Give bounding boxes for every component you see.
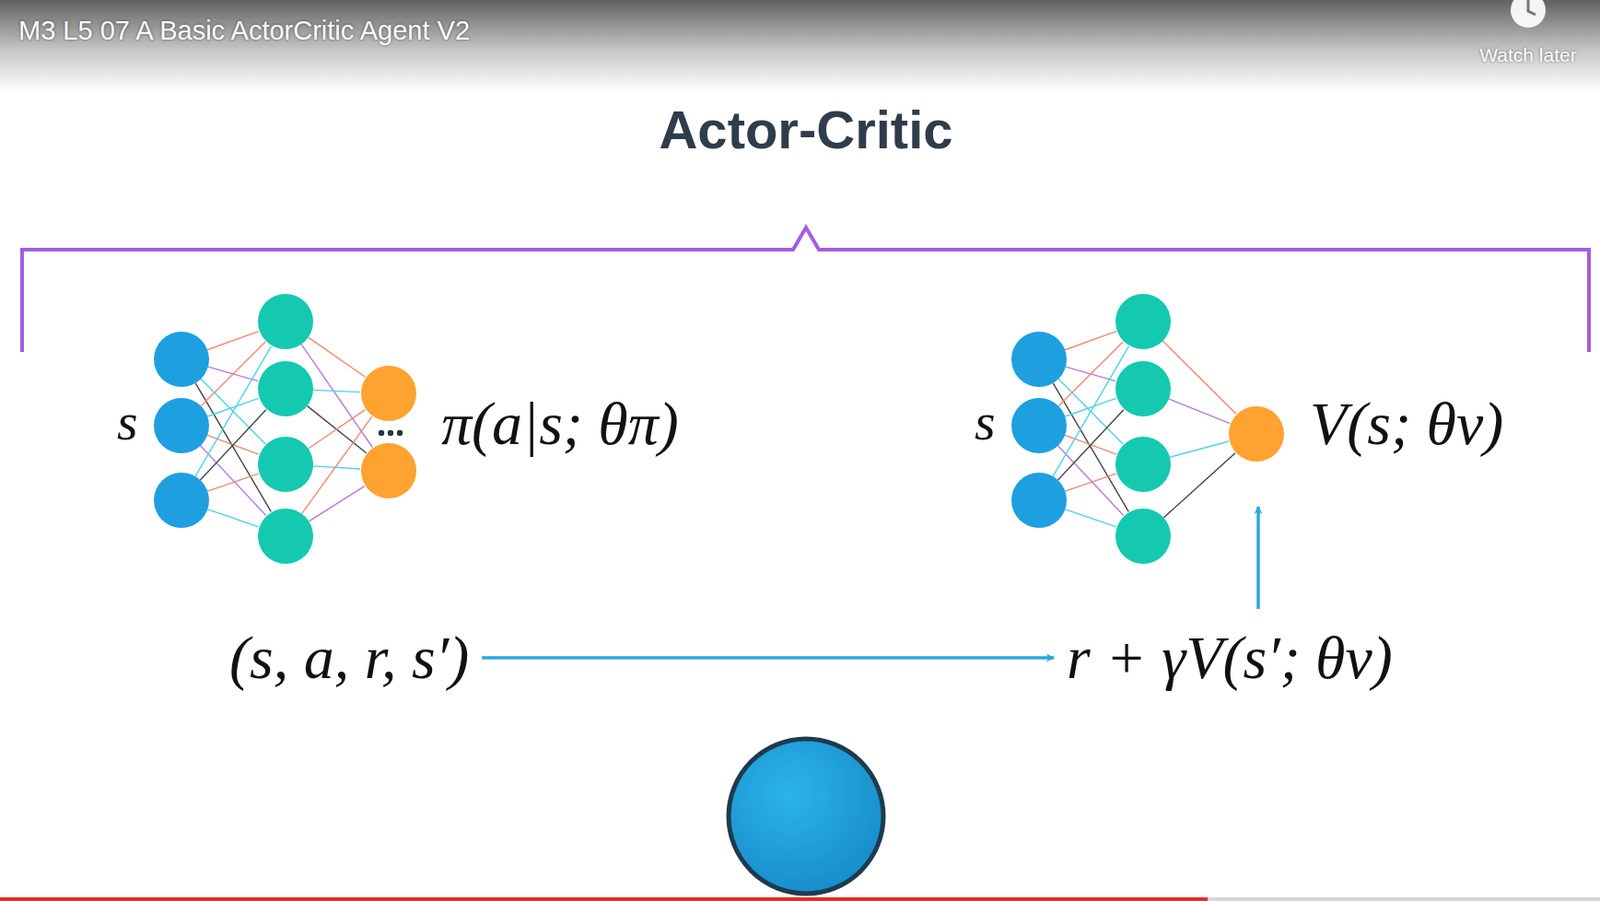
network-weight	[207, 509, 258, 527]
network-weight	[308, 409, 366, 449]
network-weight	[1064, 397, 1116, 417]
progress-track	[0, 897, 1600, 901]
network-weight	[1168, 398, 1230, 423]
network-weight	[200, 445, 267, 516]
diagram-title: Actor-Critic	[658, 97, 953, 163]
earth-icon	[728, 738, 886, 900]
state-input: s	[974, 389, 996, 455]
network-weight	[1169, 441, 1229, 457]
neuron	[153, 331, 210, 387]
neuron	[361, 365, 417, 421]
policy-output: π(a|s; θπ)	[441, 386, 679, 460]
video-overlay	[0, 0, 1600, 93]
network-weight	[1064, 509, 1116, 527]
state-input: s	[116, 389, 139, 455]
network-weight	[1162, 340, 1237, 414]
neuron	[153, 397, 210, 454]
network-weight	[313, 389, 361, 392]
ellipsis-dot	[397, 430, 403, 436]
formula-text: (s, a, r, s′)	[229, 620, 469, 694]
neuron	[1115, 293, 1171, 350]
neuron	[1011, 331, 1067, 387]
update-arrow	[1256, 506, 1261, 609]
progress-bar	[0, 897, 1208, 901]
neuron	[1228, 406, 1285, 462]
network-weight	[207, 473, 258, 491]
neuron	[257, 361, 314, 417]
neuron	[257, 508, 314, 564]
neuron	[1011, 472, 1067, 528]
network-weight	[306, 406, 366, 454]
network-weight	[1058, 445, 1124, 516]
network-weight	[308, 337, 366, 377]
value-output: V(s; θv)	[1309, 386, 1504, 460]
formula-node: r + γV(s′; θv)	[1061, 617, 1399, 698]
ellipsis-dot	[378, 430, 385, 436]
neuron	[1115, 361, 1171, 417]
watch-later: Watch later	[1479, 43, 1577, 67]
formula-text: r + γV(s′; θv)	[1066, 620, 1393, 694]
network-weight	[1057, 409, 1123, 480]
neuron	[257, 293, 314, 350]
network-weight	[199, 409, 266, 480]
clock-icon	[1510, 0, 1546, 28]
network-weight	[207, 397, 258, 417]
neuron	[361, 443, 417, 499]
neuron	[257, 436, 314, 492]
network-weight	[1064, 473, 1116, 491]
neural-networks	[153, 293, 1285, 564]
flow-arrow	[481, 655, 1054, 660]
neuron	[1011, 397, 1067, 454]
network-weight	[1064, 331, 1117, 351]
neuron	[1115, 508, 1171, 564]
network-weight	[308, 486, 364, 522]
bracket	[22, 227, 1589, 352]
network-weight	[1163, 453, 1236, 518]
formula-node: (s, a, r, s′)	[223, 617, 475, 698]
neuron	[153, 472, 210, 528]
video-title: M3 L5 07 A Basic ActorCritic Agent V2	[18, 14, 470, 47]
ellipsis-dot	[387, 430, 394, 436]
neuron	[1115, 436, 1171, 492]
network-weight	[207, 331, 259, 351]
